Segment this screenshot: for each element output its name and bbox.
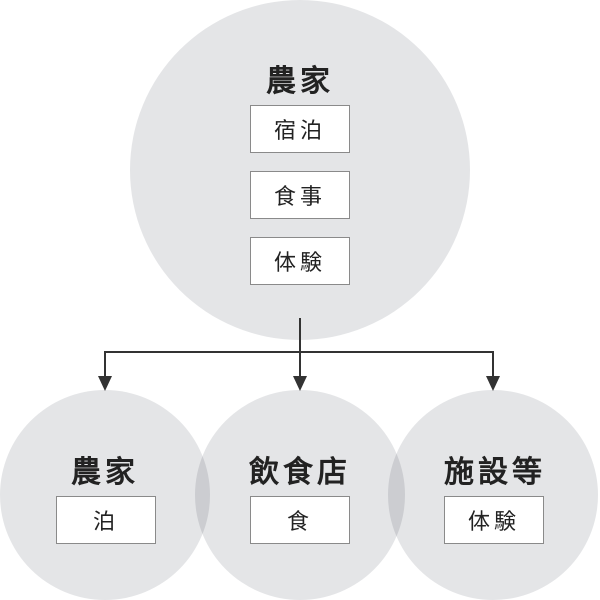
branch-title-2: 飲食店 bbox=[249, 455, 351, 490]
main-item-2: 食事 bbox=[250, 171, 350, 219]
arrowhead-2 bbox=[293, 376, 307, 391]
branch-item-1: 泊 bbox=[56, 496, 156, 544]
branch-title-3: 施設等 bbox=[444, 455, 546, 490]
arrowhead-3 bbox=[486, 376, 500, 391]
main-item-1: 宿泊 bbox=[250, 105, 350, 153]
main-item-3: 体験 bbox=[250, 237, 350, 285]
branch-circle-1 bbox=[0, 390, 210, 600]
branch-circle-3 bbox=[388, 390, 598, 600]
branch-circle-2 bbox=[195, 390, 405, 600]
branch-item-2: 食 bbox=[250, 496, 350, 544]
branch-item-3: 体験 bbox=[444, 496, 544, 544]
branch-title-1: 農家 bbox=[71, 455, 139, 490]
main-title: 農家 bbox=[266, 64, 334, 99]
arrowhead-1 bbox=[98, 376, 112, 391]
